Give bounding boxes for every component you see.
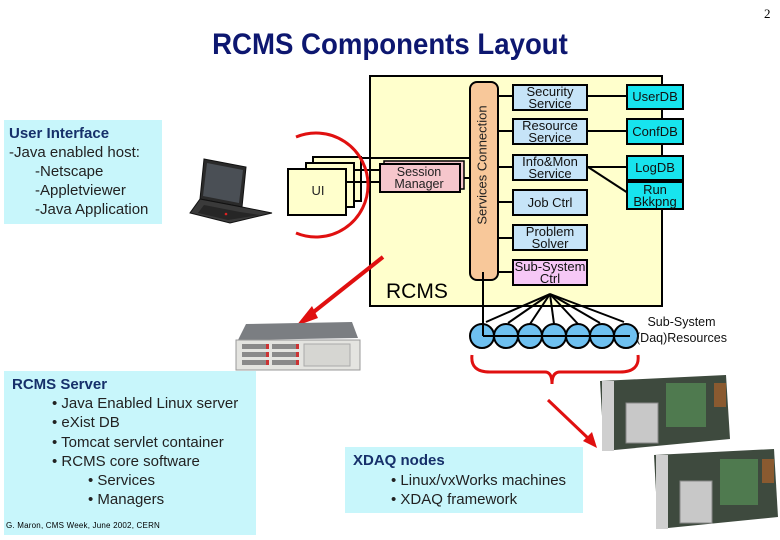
user-interface-box: User Interface -Java enabled host: -Nets… [4, 120, 162, 224]
slide-footer: G. Maron, CMS Week, June 2002, CERN [6, 521, 161, 530]
nodes-brace [470, 354, 640, 385]
server-arrowhead [296, 306, 318, 326]
rcms-server-heading: RCMS Server [12, 376, 108, 393]
ui-highlight-circle [295, 131, 370, 239]
ui-label: UI [311, 183, 325, 198]
ui-line: -Java Application [35, 201, 149, 218]
xdaq-arrowhead [583, 432, 597, 448]
xdaq-arrow [546, 398, 592, 442]
rack-server-image [235, 322, 361, 371]
xdaq-bullet: • Linux/vxWorks machines [391, 471, 567, 489]
userdb-box: UserDB [626, 84, 684, 110]
subsystem-resources-label: Sub-System (Daq)Resources [636, 315, 728, 345]
service-connectors [498, 95, 512, 273]
server-bullet: • Tomcat servlet container [52, 433, 224, 451]
xdaq-nodes-box: XDAQ nodes • Linux/vxWorks machines • XD… [345, 447, 583, 513]
xdaq-node-image [654, 449, 778, 529]
session-manager-label: Session Manager [380, 165, 458, 191]
user-interface-heading: User Interface [9, 125, 110, 142]
db-connectors [587, 95, 629, 194]
slide-title: RCMS Components Layout [212, 28, 568, 61]
server-bullet: • RCMS core software [52, 452, 200, 470]
server-sub-bullet: • Services [88, 472, 155, 490]
session-manager-line: Session [396, 165, 442, 179]
laptop-icon [189, 158, 273, 224]
server-bullet: • Java Enabled Linux server [52, 395, 239, 413]
rcms-label: RCMS [386, 280, 448, 303]
job-ctrl-box: Job Ctrl [512, 189, 588, 216]
server-bullet: • eXist DB [52, 414, 120, 432]
xdaq-node-image [600, 375, 730, 451]
session-manager-line: Manager [394, 177, 444, 191]
ui-line: -Java enabled host: [9, 144, 140, 161]
rcms-server-box: RCMS Server • Java Enabled Linux server … [4, 371, 256, 535]
ui-box-front [287, 168, 347, 216]
xdaq-heading: XDAQ nodes [353, 452, 445, 469]
server-sub-bullet: • Managers [88, 491, 165, 509]
ui-line: -Netscape [35, 163, 104, 180]
page-number: 2 [764, 6, 771, 21]
ui-line: -Appletviewer [35, 182, 126, 199]
logdb-box: LogDB [626, 155, 684, 181]
server-arrow [304, 255, 385, 320]
confdb-box: ConfDB [626, 118, 684, 145]
session-manager-box [379, 163, 461, 193]
xdaq-bullet: • XDAQ framework [391, 491, 518, 508]
subsystem-fan [485, 293, 625, 325]
services-connection-label: Services Connection [474, 105, 490, 225]
